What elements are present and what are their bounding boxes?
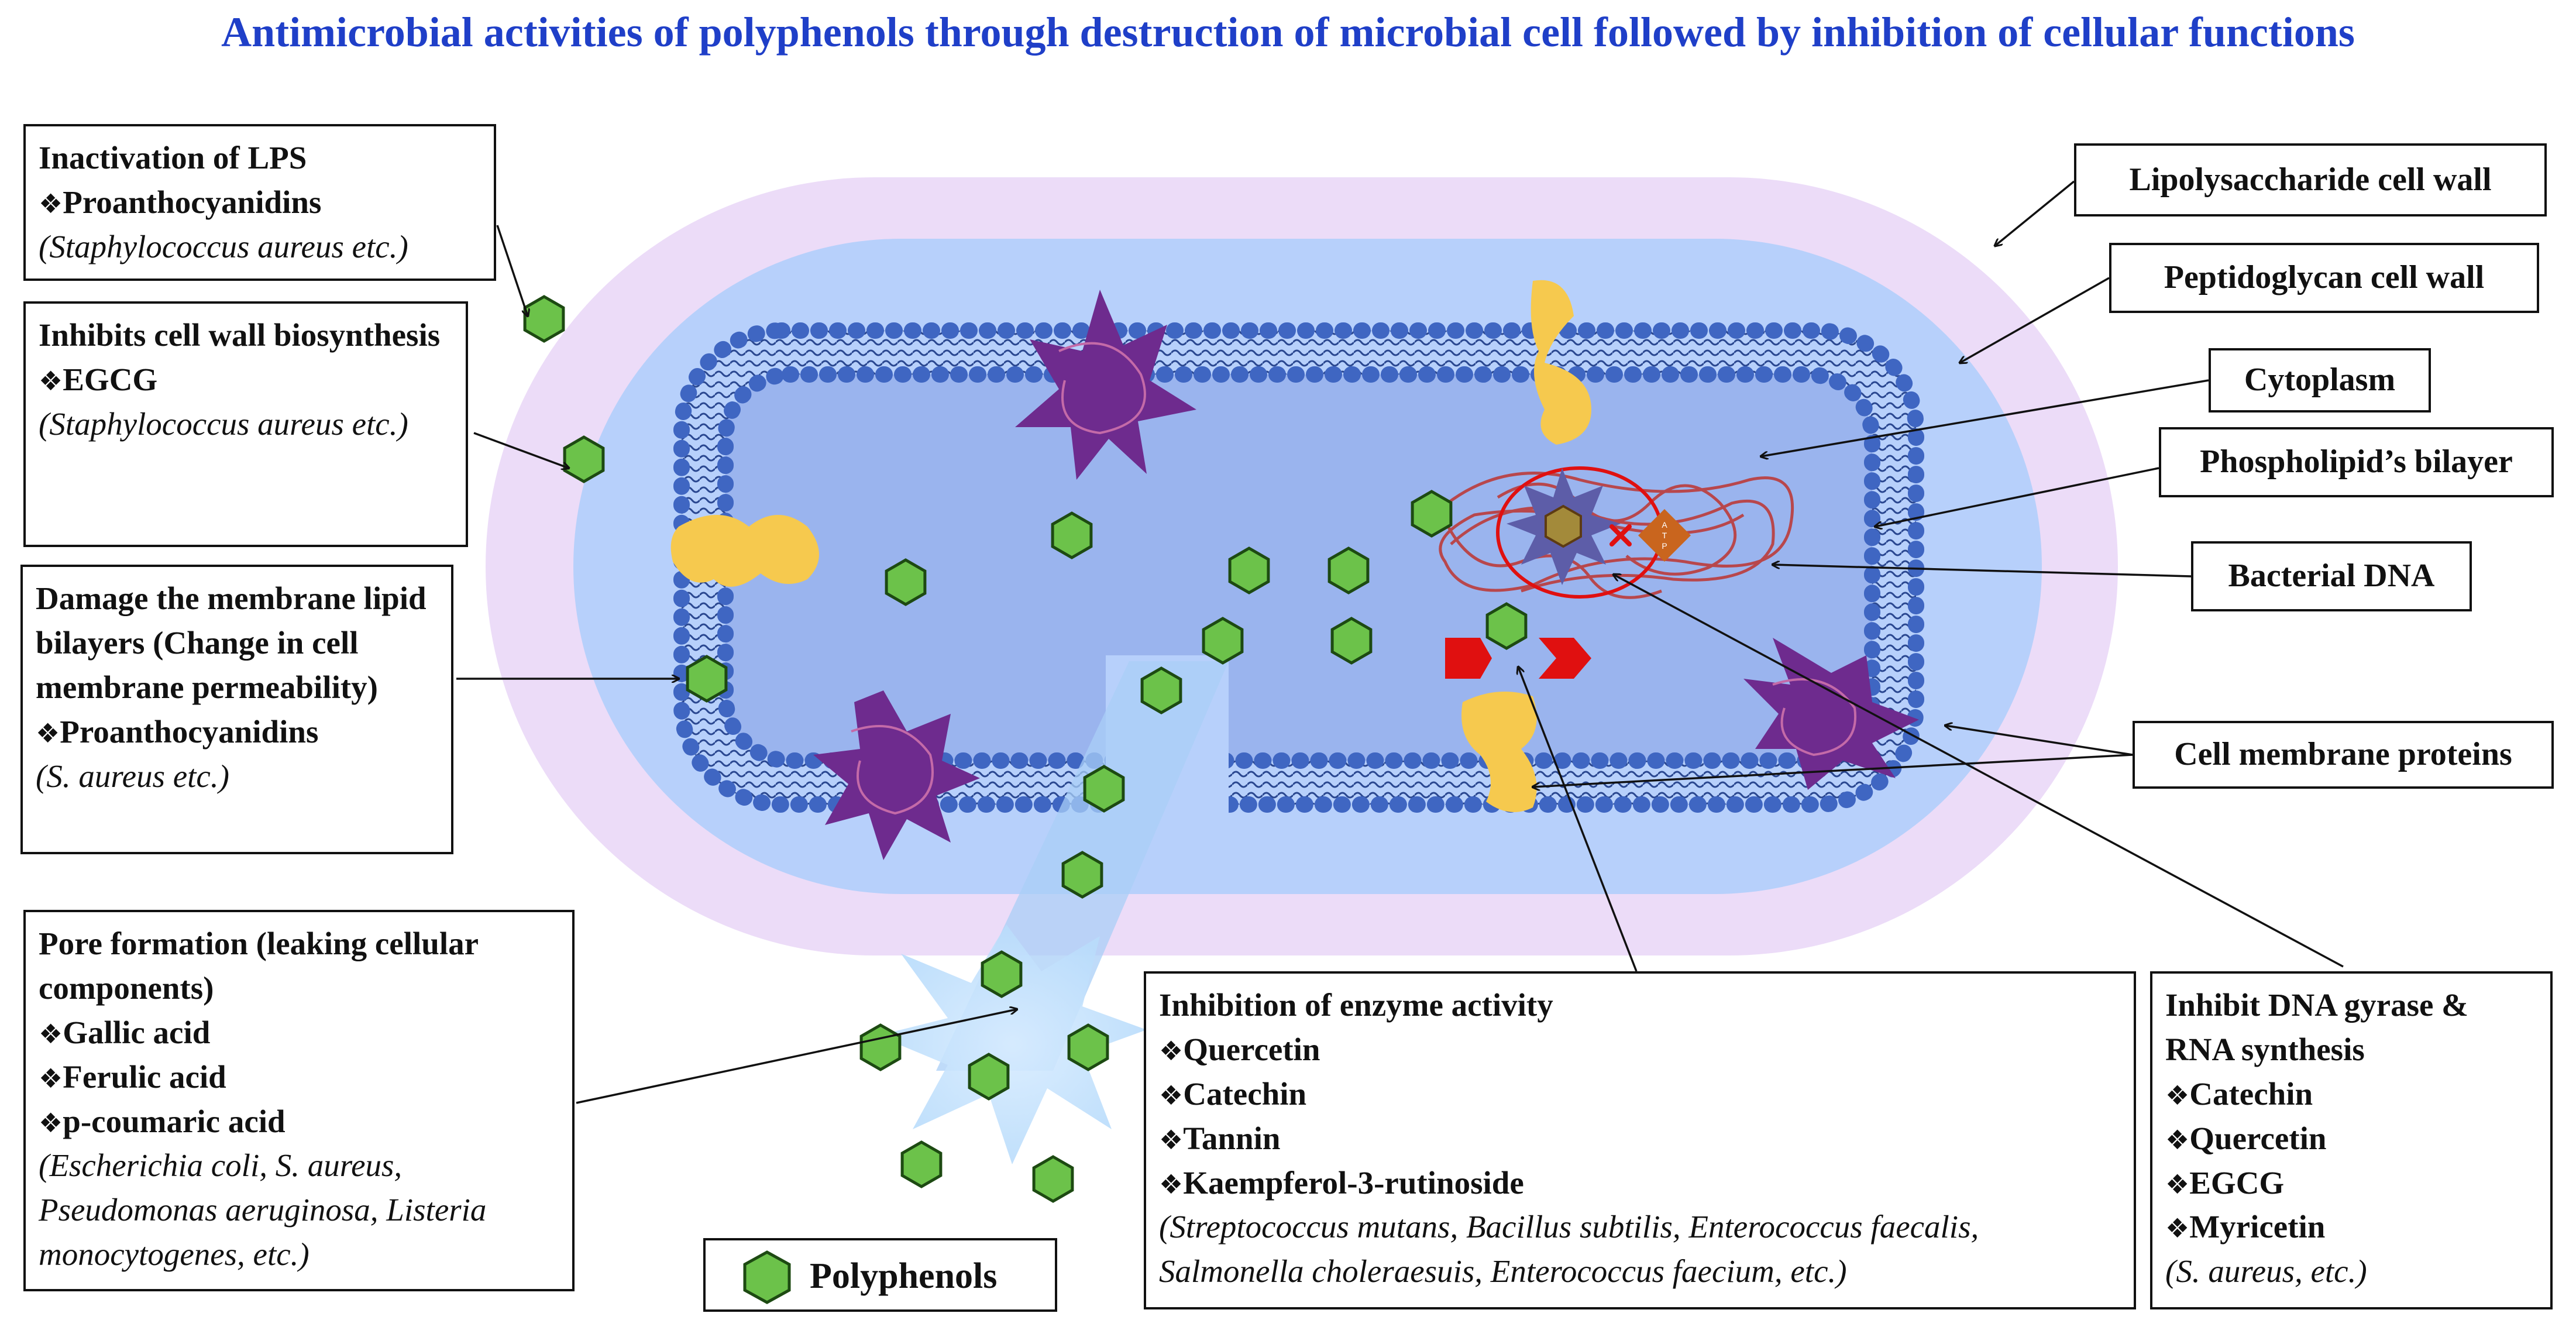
polyphenol-hexagon [981, 950, 1023, 998]
compound-item: Tannin [1159, 1116, 2121, 1161]
polyphenol-hexagon [1051, 511, 1093, 559]
block-x-icon [1609, 524, 1632, 546]
polyphenol-hexagon [1032, 1155, 1074, 1203]
mechanism-enzyme: Inhibition of enzyme activity Quercetin … [1144, 971, 2136, 1309]
organism-list: (Staphylococcus aureus etc.) [39, 405, 408, 442]
atp-letter-t: T [1662, 531, 1667, 540]
legend: Polyphenols [703, 1238, 1057, 1312]
polyphenol-hexagon [1083, 765, 1125, 813]
compound-item: Catechin [2165, 1072, 2537, 1116]
polyphenol-hexagon [900, 1140, 943, 1188]
compound-item: Gallic acid [39, 1010, 559, 1055]
compound-item: Kaempferol-3-rutinoside [1159, 1161, 2121, 1205]
mechanism-cell-wall: Inhibits cell wall biosynthesis EGCG (St… [23, 301, 468, 547]
compound-item: Quercetin [1159, 1027, 2121, 1072]
figure-title: Antimicrobial activities of polyphenols … [221, 9, 2355, 56]
polyphenol-hexagon [1228, 546, 1270, 594]
organism-list: (Streptococcus mutans, Bacillus subtilis… [1159, 1209, 1979, 1290]
polyphenol-hexagon [1485, 602, 1528, 650]
polyphenol-hexagon [1202, 617, 1244, 665]
label-lps-wall: Lipolysaccharide cell wall [2074, 143, 2547, 216]
compound-item: Quercetin [2165, 1116, 2537, 1161]
hexagon-icon [743, 1250, 791, 1304]
organism-list: (S. aureus, etc.) [2165, 1253, 2367, 1290]
label-cytoplasm: Cytoplasm [2209, 348, 2431, 412]
polyphenol-hexagon [859, 1023, 902, 1071]
mechanism-lps: Inactivation of LPS Proanthocyanidins (S… [23, 124, 496, 281]
polyphenol-hexagon [968, 1053, 1010, 1101]
legend-label: Polyphenols [810, 1256, 998, 1296]
compound-item: EGCG [39, 358, 453, 402]
mechanism-heading: Inactivation of LPS [39, 140, 307, 176]
label-peptidoglycan: Peptidoglycan cell wall [2109, 243, 2539, 313]
membrane-enzyme [1531, 280, 1591, 445]
atp-letter-p: P [1662, 541, 1667, 551]
membrane-enzyme [670, 515, 819, 587]
mechanism-heading: Inhibition of enzyme activity [1159, 987, 1553, 1023]
polyphenol-hexagon [1327, 546, 1370, 594]
polyphenol-hexagon [1067, 1023, 1109, 1071]
compound-item: EGCG [2165, 1161, 2537, 1205]
mechanism-heading: Inhibits cell wall biosynthesis [39, 317, 441, 353]
mechanism-heading: Inhibit DNA gyrase & RNA synthesis [2165, 987, 2468, 1067]
polyphenol-hexagon [1411, 490, 1453, 538]
polyphenol-bound [1545, 504, 1582, 548]
polyphenol-hexagon [563, 435, 605, 483]
compound-item: Proanthocyanidins [39, 180, 481, 225]
membrane-enzyme [1461, 692, 1537, 812]
membrane-protein [1015, 290, 1196, 480]
organism-list: (Staphylococcus aureus etc.) [39, 228, 408, 264]
compound-item: Proanthocyanidins [36, 710, 438, 754]
atp-molecule [1638, 509, 1691, 562]
compound-item: Catechin [1159, 1072, 2121, 1116]
leader-lines [456, 180, 2344, 1104]
mechanism-membrane: Damage the membrane lipid bilayers (Chan… [20, 565, 453, 854]
organism-list: (Escherichia coli, S. aureus, Pseudomona… [39, 1147, 487, 1273]
polyphenol-group [523, 295, 1528, 1203]
atp-letter-a: A [1662, 520, 1667, 530]
polyphenol-hexagon [1140, 666, 1182, 714]
red-marker-1 [1445, 638, 1492, 679]
mechanism-dna: Inhibit DNA gyrase & RNA synthesis Catec… [2150, 971, 2553, 1309]
leak-burst [878, 924, 1147, 1164]
organism-list: (S. aureus etc.) [36, 758, 229, 794]
polyphenol-hexagon [1330, 617, 1373, 665]
label-bilayer: Phospholipid’s bilayer [2159, 427, 2554, 497]
mechanism-pore: Pore formation (leaking cellular compone… [23, 910, 575, 1291]
compound-item: Myricetin [2165, 1205, 2537, 1249]
polyphenol-hexagon [523, 295, 565, 343]
membrane-protein [813, 690, 980, 860]
polyphenol-hexagon [1061, 851, 1103, 899]
compound-item: Ferulic acid [39, 1055, 559, 1099]
polyphenol-hexagon [686, 655, 728, 703]
mechanism-heading: Damage the membrane lipid bilayers (Chan… [36, 580, 427, 705]
compound-item: p-coumaric acid [39, 1099, 559, 1144]
mechanism-heading: Pore formation (leaking cellular compone… [39, 926, 479, 1006]
label-dna: Bacterial DNA [2191, 541, 2472, 611]
label-proteins: Cell membrane proteins [2133, 721, 2554, 789]
polyphenol-hexagon [885, 558, 927, 606]
red-marker-2 [1539, 638, 1591, 679]
membrane-protein [1743, 638, 1919, 790]
